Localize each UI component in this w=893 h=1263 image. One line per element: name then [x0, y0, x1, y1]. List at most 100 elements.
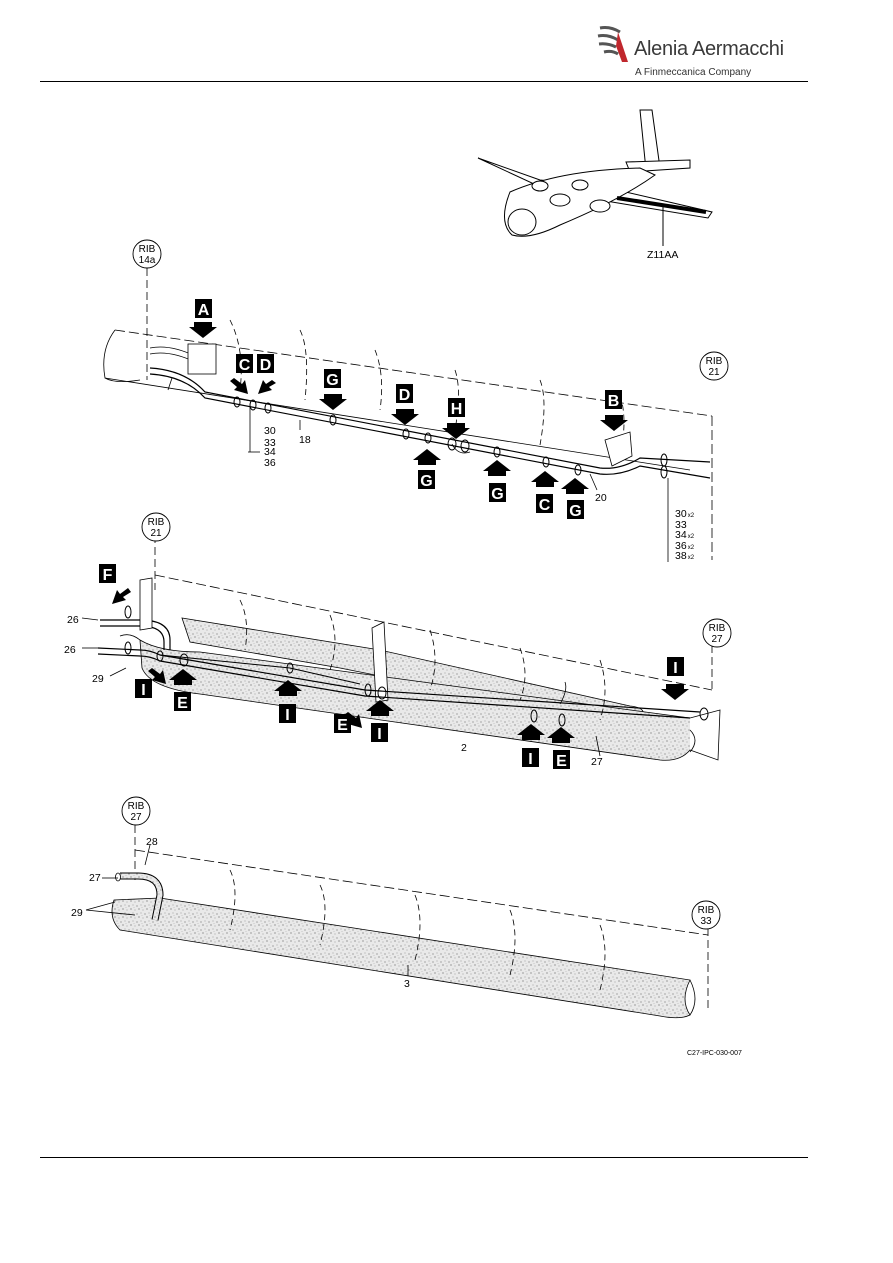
rib-marker-33: RIB 33 [691, 900, 721, 930]
item-ref-26-lower: 26 [64, 644, 76, 656]
rib-number: 21 [708, 367, 720, 378]
item-ref-29: 29 [92, 673, 104, 685]
svg-text:30x2: 30x2 [675, 508, 695, 520]
rib-number: 14a [139, 255, 156, 266]
view-callout-c-2: C [531, 471, 559, 514]
arrow-diagonal-icon [112, 588, 131, 604]
svg-text:33: 33 [675, 519, 687, 531]
item-ref-3: 3 [404, 978, 410, 990]
figure-id: C27-IPC-030-007 [687, 1050, 742, 1057]
arrow-up-icon [483, 460, 511, 476]
view-callout-e-1: E [169, 669, 197, 712]
logo-mark-icon [597, 26, 628, 62]
view-callout-i-1: I [135, 668, 166, 699]
svg-text:I: I [377, 726, 381, 743]
header-rule [40, 81, 808, 82]
item-refs-group-2: 30x2 33 34x2 36x2 38x2 [675, 508, 695, 562]
view-callout-e-3: E [547, 727, 575, 770]
svg-text:34x2: 34x2 [675, 529, 695, 541]
zone-label: Z11AA [647, 249, 678, 261]
rib-label: RIB [698, 905, 715, 916]
footer-rule [40, 1157, 808, 1158]
arrow-down-icon [189, 322, 217, 338]
arrow-up-icon [561, 478, 589, 494]
arrow-up-icon [413, 449, 441, 465]
arrow-up-icon [531, 471, 559, 487]
item-ref-29-lower: 29 [71, 907, 83, 919]
view-callout-e-2: E [334, 712, 362, 734]
arrow-down-icon [442, 423, 470, 439]
arrow-down-icon [319, 394, 347, 410]
svg-text:E: E [337, 717, 348, 734]
svg-text:G: G [491, 486, 503, 503]
view-callout-d-2: D [391, 384, 419, 425]
view-callout-i-2: I [274, 680, 302, 724]
svg-text:33: 33 [264, 437, 276, 449]
view-callout-d-1: D [257, 354, 276, 394]
rib-number: 33 [700, 916, 712, 927]
view-callout-c-1: C [230, 354, 253, 394]
brand-name: Alenia Aermacchi [634, 38, 784, 60]
arrow-diagonal-icon [230, 378, 248, 394]
rib-label: RIB [148, 517, 165, 528]
rib-label: RIB [139, 244, 156, 255]
view-callout-i-3: I [366, 700, 394, 743]
arrow-down-icon [661, 684, 689, 700]
svg-text:G: G [420, 473, 432, 490]
svg-text:E: E [556, 753, 567, 770]
arrow-down-icon [391, 409, 419, 425]
view-callout-g-4: G [561, 478, 589, 520]
rib-marker-27-lower: RIB 27 [121, 796, 151, 826]
rib-label: RIB [128, 801, 145, 812]
svg-text:D: D [260, 357, 272, 374]
view-callout-h: H [442, 398, 470, 439]
rib-number: 27 [130, 812, 142, 823]
svg-text:I: I [141, 682, 145, 699]
view-callout-f: F [99, 564, 131, 604]
svg-text:I: I [285, 707, 289, 724]
rib-number: 21 [150, 528, 162, 539]
svg-text:30: 30 [264, 425, 276, 437]
svg-text:34: 34 [264, 446, 276, 458]
view-callout-i-5: I [661, 657, 689, 700]
rib-label: RIB [709, 623, 726, 634]
panel-lower-wing-section [85, 825, 709, 1019]
item-ref-20: 20 [595, 492, 607, 504]
svg-text:I: I [528, 751, 532, 768]
rib-marker-14a: RIB 14a [132, 239, 162, 269]
svg-text:G: G [569, 503, 581, 520]
svg-text:38x2: 38x2 [675, 550, 695, 562]
arrow-diagonal-icon [258, 380, 276, 394]
item-ref-27-lower: 27 [89, 872, 101, 884]
svg-text:36x2: 36x2 [675, 540, 695, 552]
svg-text:C: C [539, 497, 551, 514]
svg-text:A: A [198, 302, 210, 319]
svg-text:F: F [103, 567, 113, 584]
view-callout-i-4: I [517, 724, 545, 768]
svg-text:C: C [239, 357, 251, 374]
rib-marker-21-lower: RIB 21 [141, 512, 171, 542]
aircraft-locator [477, 109, 713, 246]
rib-marker-21-upper: RIB 21 [699, 351, 729, 381]
rib-number: 27 [711, 634, 723, 645]
svg-text:H: H [451, 401, 463, 418]
brand-tagline: A Finmeccanica Company [635, 67, 752, 78]
view-callout-g-3: G [483, 460, 511, 503]
item-ref-26-upper: 26 [67, 614, 79, 626]
view-callout-g-1: G [319, 369, 347, 410]
view-callout-a: A [189, 299, 217, 338]
svg-text:36: 36 [264, 457, 276, 469]
arrow-diagonal-icon [148, 668, 166, 684]
item-ref-28: 28 [146, 836, 158, 848]
item-ref-27: 27 [591, 756, 603, 768]
item-ref-2: 2 [461, 742, 467, 754]
item-refs-group-1: 30 33 34 36 [264, 425, 276, 469]
svg-text:B: B [608, 393, 620, 410]
panel-upper-wing-section [103, 268, 713, 562]
svg-text:G: G [326, 372, 338, 389]
item-ref-18: 18 [299, 434, 311, 446]
panel-middle-wing-section [81, 535, 721, 761]
svg-text:D: D [399, 387, 411, 404]
rib-label: RIB [706, 356, 723, 367]
